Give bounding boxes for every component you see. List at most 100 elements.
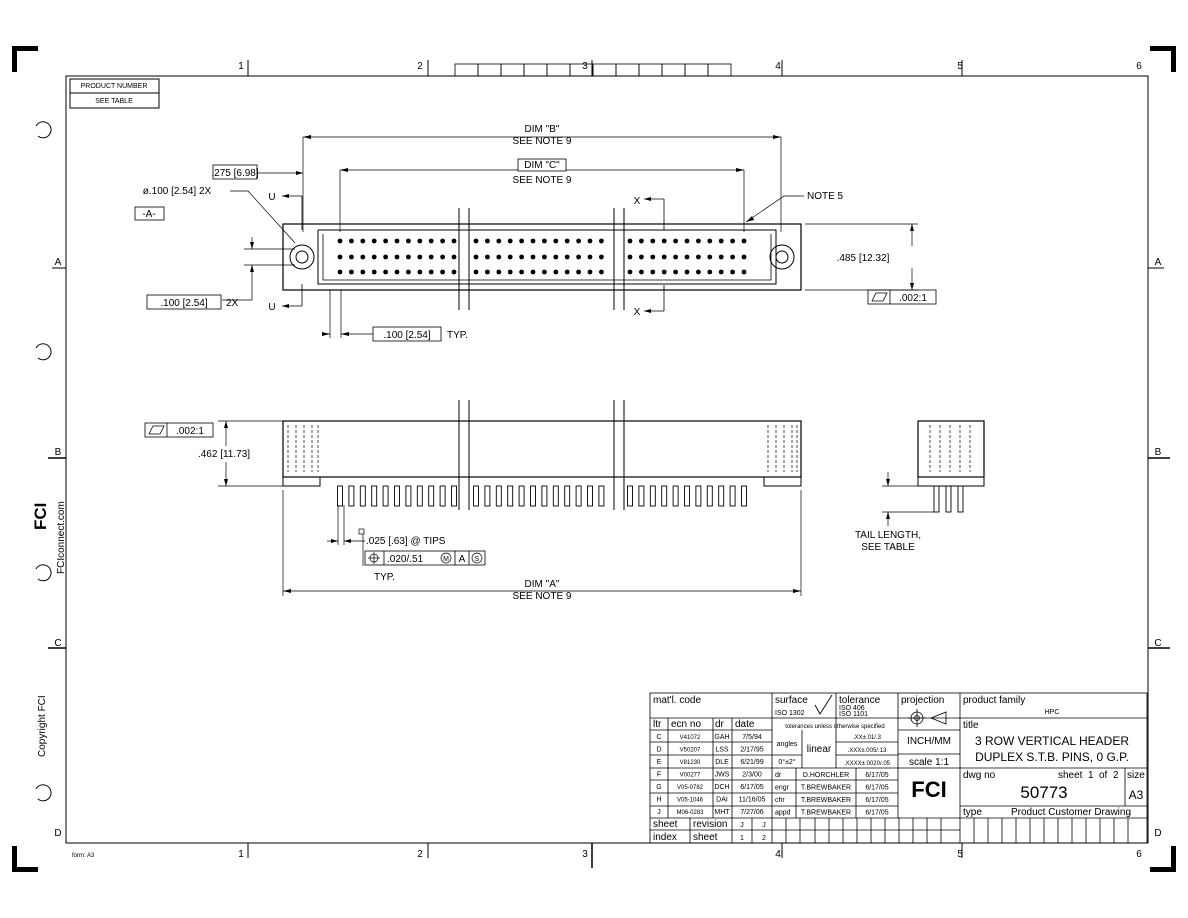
pin (741, 269, 747, 275)
pin (371, 269, 377, 275)
dim-c-label: DIM "C" (524, 160, 560, 171)
grid-col-top: 6 (1136, 61, 1142, 72)
pin (599, 269, 604, 275)
size-value: A3 (1129, 788, 1144, 802)
pin (496, 238, 502, 244)
top-view-arrows (250, 135, 914, 336)
grid-col-top: 5 (957, 61, 963, 72)
end-view (882, 420, 985, 526)
rev-header: ecn no (671, 719, 701, 730)
post-left (287, 425, 319, 472)
tail-pin (495, 485, 502, 507)
size-label: size (1127, 770, 1145, 781)
grid-col-bottom: 1 (238, 849, 244, 860)
datum-a-label: -A- (142, 209, 155, 220)
corner-mark (1150, 46, 1176, 72)
approval-date: 6/17/05 (865, 810, 888, 817)
hole-diameter: ø.100 [2.54] 2X (143, 186, 212, 197)
pin (451, 238, 457, 244)
modifier-m: M (443, 556, 449, 563)
pin (639, 254, 644, 260)
dim-485: .485 [12.32] (837, 253, 890, 264)
corner-mark (1150, 846, 1176, 872)
pin (417, 238, 423, 244)
matl-code-label: mat'l. code (653, 695, 701, 706)
pin (485, 254, 490, 260)
tail-pin (587, 485, 593, 507)
rev-drafter: LSS (715, 747, 729, 754)
approval-name: T.BREWBAKER (801, 810, 851, 817)
section-x-bottom: X (634, 307, 641, 318)
tail-pin (473, 485, 479, 507)
approval-role: dr (775, 772, 782, 779)
break-lines (458, 208, 625, 310)
grid-row-left: B (55, 447, 62, 458)
tail-pin (484, 485, 491, 507)
pin (428, 269, 434, 275)
tail-pin (439, 485, 446, 507)
tail-pin (530, 485, 536, 507)
pin (587, 238, 593, 244)
pin (473, 238, 479, 244)
rev-ecn: V41072 (680, 735, 701, 741)
pin (553, 238, 559, 244)
rev-header: ltr (653, 719, 662, 730)
grid-row-right: C (1154, 638, 1161, 649)
linear-label: linear (807, 744, 832, 755)
pin (696, 254, 701, 260)
dim-c-note: SEE NOTE 9 (513, 175, 572, 186)
pin (673, 269, 678, 275)
title-line-1: 3 ROW VERTICAL HEADER (975, 734, 1129, 748)
tail-pin (638, 485, 645, 507)
tail-pin (405, 485, 412, 507)
tail-pin (518, 485, 525, 507)
fci-logo-title: FCI (911, 777, 946, 802)
dim-b-note: SEE NOTE 9 (513, 136, 572, 147)
pin (576, 238, 581, 244)
rev-drafter: DCH (714, 784, 729, 791)
grid-col-top: 1 (238, 61, 244, 72)
product-family-value: HPC (1045, 709, 1060, 716)
rev-date: 6/17/05 (740, 784, 763, 791)
rev-date: 2/17/95 (740, 747, 763, 754)
pin (650, 238, 656, 244)
pin (627, 254, 633, 260)
tail-pin (564, 485, 571, 507)
approval-role: chr (775, 797, 785, 804)
tail-pin (598, 485, 605, 507)
rev-letter: D (656, 747, 661, 754)
margin-circle (35, 343, 52, 361)
website-label: FCIconnect.com (56, 501, 67, 574)
pin (542, 269, 547, 275)
tail-pin (428, 485, 435, 507)
tail-pin (371, 485, 378, 507)
pin (360, 269, 366, 275)
pin (707, 269, 713, 275)
linear-xx: .XX±.01/.3 (853, 735, 882, 741)
tail-pin (394, 485, 400, 507)
sheet-index-cell: 1 (740, 835, 744, 842)
pin (451, 254, 457, 260)
pin (428, 238, 434, 244)
pin (360, 238, 366, 244)
grid-col-bottom: 3 (582, 849, 588, 860)
tail-pin (575, 485, 582, 507)
sheet-total: 2 (1113, 770, 1119, 781)
left-margin: FCIconnect.com Copyright FCI FCI (31, 501, 67, 757)
tail-pin (672, 485, 679, 507)
pin (519, 254, 524, 260)
pin (627, 238, 633, 244)
rev-drafter: DAI (716, 797, 728, 804)
pin (417, 269, 423, 275)
pin (650, 269, 656, 275)
pin (349, 254, 354, 260)
grid-row-left: C (54, 638, 61, 649)
pin (673, 254, 678, 260)
tail-pin (416, 485, 423, 507)
grid-col-top: 4 (775, 61, 781, 72)
pin (661, 269, 667, 275)
approval-date: 6/17/05 (865, 785, 888, 792)
tail-pin (348, 485, 355, 507)
side-view-labels: .002:1 .462 [11.73] .025 [.63] @ TIPS .0… (144, 422, 572, 602)
post-right (767, 425, 798, 472)
